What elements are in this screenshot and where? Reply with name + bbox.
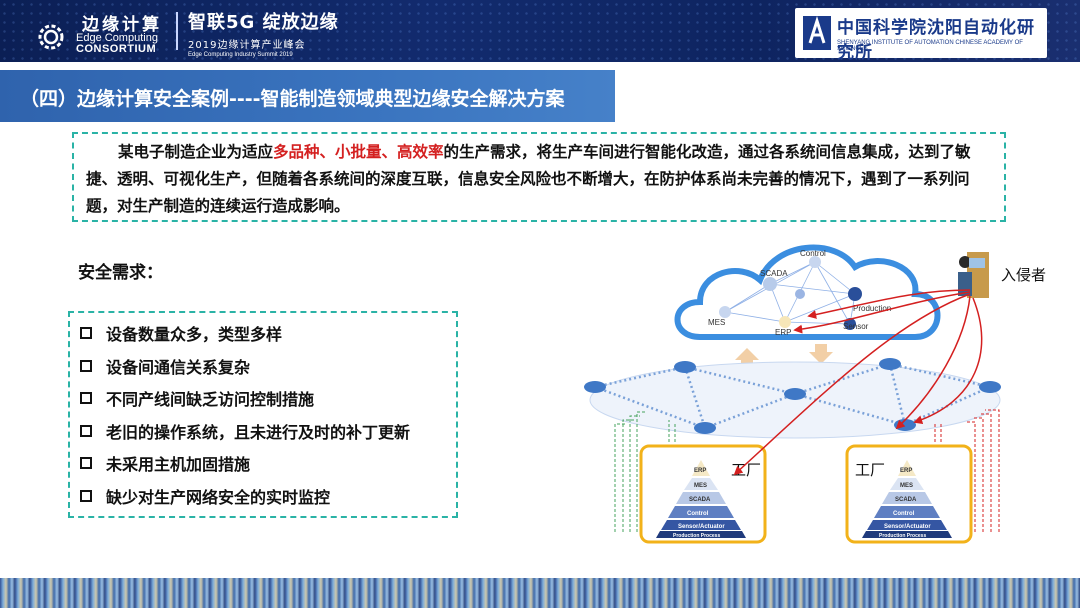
attack-paths xyxy=(733,289,983,476)
router-icon xyxy=(674,361,696,373)
section-title-bar: （四）边缘计算安全案例----智能制造领域典型边缘安全解决方案 xyxy=(0,70,615,122)
brand-en-line1: Edge Computing xyxy=(76,32,158,44)
router-icon xyxy=(879,358,901,370)
sensor-node xyxy=(844,318,856,330)
cloud-nodes xyxy=(719,256,862,330)
list-item-text: 老旧的操作系统，且未进行及时的补丁更新 xyxy=(106,422,411,442)
router-icon xyxy=(979,381,1001,393)
router-icon xyxy=(584,381,606,393)
cloud-labels: Control SCADA MES ERP Production Sensor xyxy=(708,249,891,337)
list-item-text: 未采用主机加固措施 xyxy=(106,455,251,475)
intro-box: 某电子制造企业为适应多品种、小批量、高效率的生产需求，将生产车间进行智能化改造，… xyxy=(72,132,1006,222)
erp-node xyxy=(779,316,791,328)
control-node xyxy=(809,256,821,268)
layer-mes-2: MES xyxy=(900,483,913,489)
production-node xyxy=(848,287,862,301)
factory-2-label: 工厂 xyxy=(855,461,885,479)
layer-control-2: Control xyxy=(893,511,915,517)
summit-en: Edge Computing Industry Summit 2019 xyxy=(188,52,293,58)
layer-process-1: Production Process xyxy=(673,533,720,539)
layer-scada-1: SCADA xyxy=(689,497,711,503)
list-item-text: 设备数量众多，类型多样 xyxy=(106,325,283,345)
institute-en: SHENYANG INSTITUTE OF AUTOMATION CHINESE… xyxy=(837,40,1023,52)
brand-cn: 边缘计算 xyxy=(82,15,162,35)
list-item: 缺少对生产网络安全的实时监控 xyxy=(80,480,456,513)
list-item-text: 缺少对生产网络安全的实时监控 xyxy=(106,487,331,507)
checkbox-icon xyxy=(80,327,92,340)
layer-sensor-1: Sensor/Actuator xyxy=(678,524,725,530)
checkbox-icon xyxy=(80,457,92,470)
intro-text-1: 某电子制造企业为适应 xyxy=(118,143,274,161)
intruder-icon xyxy=(958,252,989,298)
layer-control-1: Control xyxy=(687,511,709,517)
header-divider xyxy=(176,12,178,50)
intro-text-2: 的生产需求，将生产车间进行智能化改造，通过各系统间信息集成，达到了敏捷、透明、可… xyxy=(86,143,971,215)
pyramid-2-labels: ERP MES SCADA Control Sensor/Actuator Pr… xyxy=(879,468,931,539)
checkbox-icon xyxy=(80,424,92,437)
right-factory-links xyxy=(934,409,1000,532)
footer-strip xyxy=(0,578,1080,608)
intruder-label: 入侵者 xyxy=(1001,266,1047,284)
list-item-text: 不同产线间缺乏访问控制措施 xyxy=(106,390,315,410)
sensor-label: Sensor xyxy=(843,322,869,331)
control-label: Control xyxy=(800,249,826,258)
download-arrow-icon xyxy=(809,344,833,364)
section-title: （四）边缘计算安全案例----智能制造领域典型边缘安全解决方案 xyxy=(20,88,565,110)
brand-en-line2: CONSORTIUM xyxy=(76,43,157,55)
summit-block: 智联5G 绽放边缘 2019边缘计算产业峰会 Edge Computing In… xyxy=(188,8,339,58)
layer-process-2: Production Process xyxy=(879,533,926,539)
list-item: 不同产线间缺乏访问控制措施 xyxy=(80,382,456,415)
checkbox-icon xyxy=(80,489,92,502)
intro-highlight: 多品种、小批量、高效率 xyxy=(273,143,444,161)
layer-mes-1: MES xyxy=(694,483,707,489)
list-item: 设备数量众多，类型多样 xyxy=(80,317,456,350)
left-factory-links xyxy=(614,411,676,532)
scada-label: SCADA xyxy=(760,269,788,278)
institute-cn: 中国科学院沈阳自动化研究所 xyxy=(837,18,1035,62)
pyramid-2 xyxy=(862,460,952,538)
ecc-logo: 边缘计算 Edge Computing CONSORTIUM xyxy=(34,8,169,56)
pyramid-1 xyxy=(653,456,749,538)
erp-label: ERP xyxy=(775,328,791,337)
router-icon xyxy=(784,388,806,400)
needs-list: 设备数量众多，类型多样 设备间通信关系复杂 不同产线间缺乏访问控制措施 老旧的操… xyxy=(68,311,458,518)
layer-erp-2: ERP xyxy=(900,468,912,474)
list-item: 设备间通信关系复杂 xyxy=(80,350,456,383)
router-icon xyxy=(694,422,716,434)
list-item-text: 设备间通信关系复杂 xyxy=(106,357,251,377)
slogan: 智联5G 绽放边缘 xyxy=(188,12,339,33)
list-item: 老旧的操作系统，且未进行及时的补丁更新 xyxy=(80,415,456,448)
network-diagram: Control SCADA MES ERP Production Sensor … xyxy=(584,244,1001,544)
needs-title: 安全需求： xyxy=(78,263,163,283)
checkbox-icon xyxy=(80,392,92,405)
gear-icon xyxy=(38,24,64,50)
list-item: 未采用主机加固措施 xyxy=(80,447,456,480)
summit-cn: 2019边缘计算产业峰会 xyxy=(188,40,306,51)
scada-node xyxy=(763,277,777,291)
layer-sensor-2: Sensor/Actuator xyxy=(884,524,931,530)
hub-node xyxy=(795,289,805,299)
pyramid-1-labels: ERP MES SCADA Control Sensor/Actuator Pr… xyxy=(673,468,725,539)
mes-label: MES xyxy=(708,318,725,327)
routers xyxy=(584,358,1001,434)
mes-node xyxy=(719,306,731,318)
sia-emblem-icon xyxy=(803,16,831,50)
header-banner: 边缘计算 Edge Computing CONSORTIUM 智联5G 绽放边缘… xyxy=(0,0,1080,62)
layer-scada-2: SCADA xyxy=(895,497,917,503)
production-label: Production xyxy=(853,304,891,313)
layer-erp-1: ERP xyxy=(694,468,706,474)
checkbox-icon xyxy=(80,359,92,372)
institute-logo: 中国科学院沈阳自动化研究所 SHENYANG INSTITUTE OF AUTO… xyxy=(795,8,1047,62)
